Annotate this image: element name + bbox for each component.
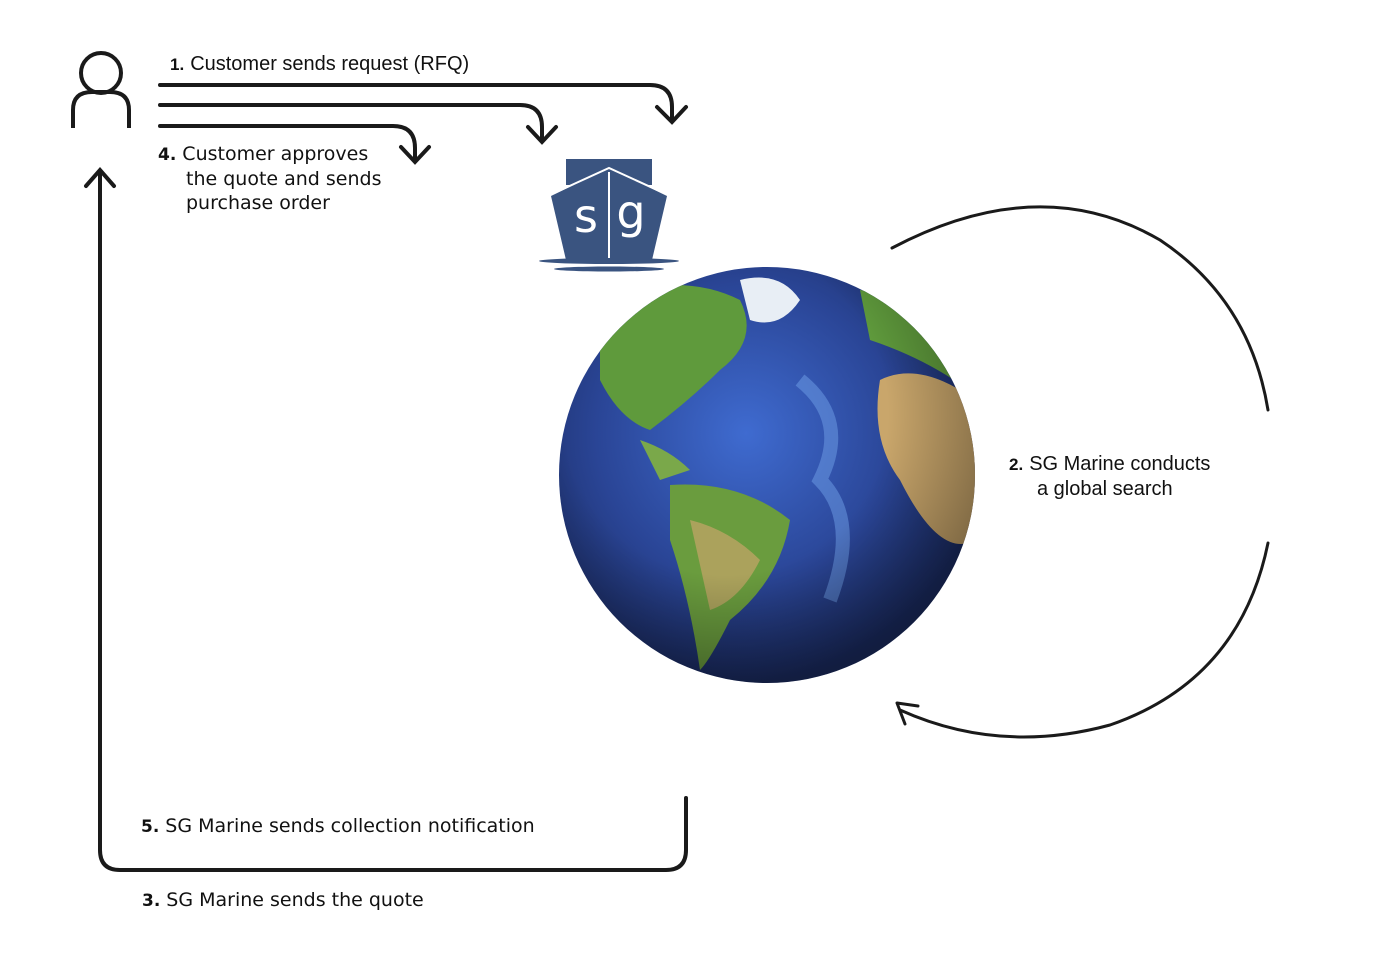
step-2-label: 2. SG Marine conducts a global search xyxy=(1009,452,1210,501)
step-text: Customer sends request (RFQ) xyxy=(190,53,470,75)
step-3-label: 3.SG Marine sends the quote xyxy=(142,888,424,913)
arrow-step-5 xyxy=(84,166,688,872)
step-text: SG Marine sends the quote xyxy=(166,889,424,911)
step-number: 4. xyxy=(158,145,177,165)
arrow-step-1b xyxy=(158,103,558,145)
arrow-step-2-top xyxy=(890,205,1270,412)
step-text: SG Marine sends collection notification xyxy=(165,815,535,837)
svg-text:g: g xyxy=(616,185,645,239)
arrow-step-2-bottom xyxy=(895,541,1270,739)
person-icon xyxy=(71,51,131,128)
arrow-step-4 xyxy=(158,124,431,165)
arrow-step-1 xyxy=(158,83,688,125)
step-5-label: 5.SG Marine sends collection notificatio… xyxy=(141,814,535,839)
globe-icon xyxy=(559,267,975,683)
step-text: the quote and sends xyxy=(186,168,382,190)
svg-text:s: s xyxy=(574,189,598,243)
step-number: 2. xyxy=(1009,455,1024,474)
step-text: a global search xyxy=(1037,478,1173,500)
step-text: SG Marine conducts xyxy=(1029,453,1211,475)
step-4-label: 4.Customer approves the quote and sends … xyxy=(158,142,382,215)
step-text: purchase order xyxy=(186,192,330,214)
step-number: 1. xyxy=(170,55,185,74)
step-text: Customer approves xyxy=(182,143,369,165)
step-number: 5. xyxy=(141,817,160,837)
step-1-label: 1. Customer sends request (RFQ) xyxy=(170,52,469,77)
step-number: 3. xyxy=(142,891,161,911)
sg-logo: s g xyxy=(539,159,679,272)
